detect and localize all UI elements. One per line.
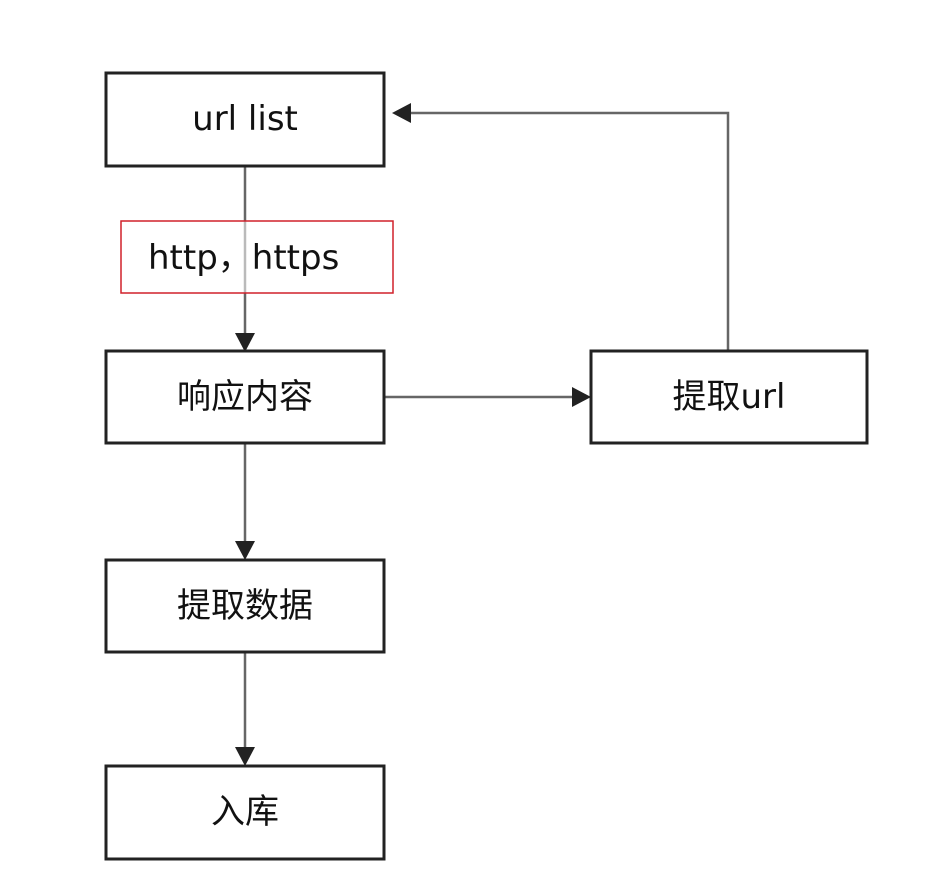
node-extract-url: 提取url (589, 349, 869, 445)
node-storage-box (104, 764, 386, 861)
node-extract-data: 提取数据 (104, 558, 386, 654)
arrowhead-to-extract-data (235, 541, 255, 560)
edge-label-protocol: http，https (120, 220, 394, 294)
arrowhead-to-extract-url (572, 387, 591, 407)
edge-label-box (120, 220, 394, 294)
edge-extract-url-to-url-list (410, 111, 730, 351)
arrowhead-to-url-list (392, 103, 411, 123)
node-extract-url-box (589, 349, 869, 445)
node-response-box (104, 349, 386, 445)
node-url-list-label: url list (192, 99, 298, 139)
node-extract-url-label: 提取url (673, 377, 786, 417)
node-extract-data-label: 提取数据 (177, 586, 313, 626)
node-storage-label: 入库 (211, 792, 279, 832)
edge-label-text: http，https (148, 238, 339, 278)
node-response: 响应内容 (104, 349, 386, 445)
node-response-label: 响应内容 (177, 377, 313, 417)
arrowhead-to-response (235, 333, 255, 352)
node-storage: 入库 (104, 764, 386, 861)
node-url-list-box (104, 71, 386, 168)
arrowhead-to-storage (235, 747, 255, 766)
node-url-list: url list (104, 71, 386, 168)
node-extract-data-box (104, 558, 386, 654)
connectors (235, 103, 730, 766)
